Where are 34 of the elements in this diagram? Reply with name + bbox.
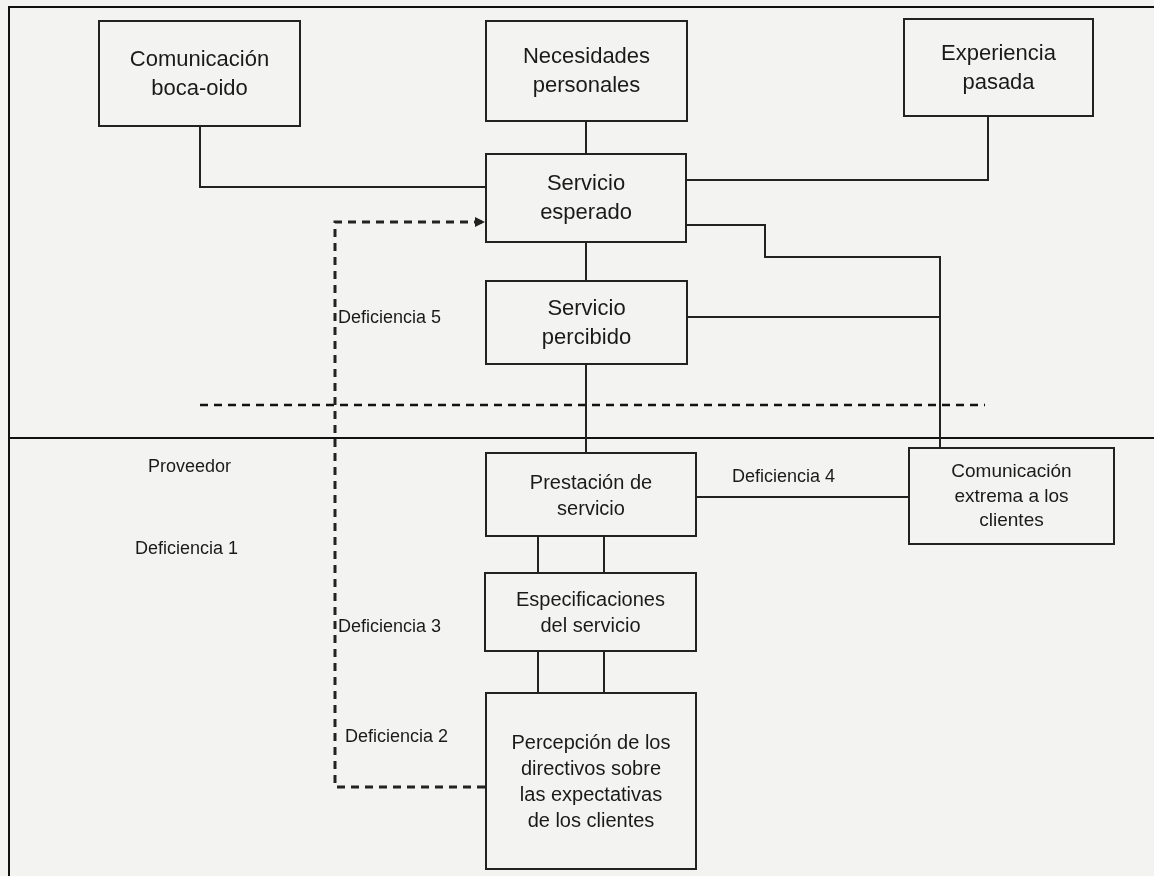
process-box (485, 20, 688, 122)
dashed-arrow (333, 217, 485, 789)
connector-line (537, 536, 539, 573)
connector-line (199, 126, 486, 188)
process-box (485, 452, 697, 537)
box-text: Experiencia pasada (940, 38, 1057, 96)
process-box (484, 572, 697, 652)
box-text: Necesidades personales (521, 42, 652, 99)
box-text: Prestación de servicio (528, 469, 654, 521)
box-text: Comunicación boca-oido (128, 44, 271, 102)
connector-line (585, 242, 587, 281)
box-text: Especificaciones del servicio (515, 587, 666, 638)
box-text: Servicio percibido (540, 293, 633, 351)
box-text: Servicio esperado (539, 169, 633, 226)
gap-label: Deficiencia 2 (345, 726, 449, 747)
connector-line (686, 116, 989, 181)
connector-line (696, 496, 909, 498)
gap-label: Deficiencia 1 (135, 538, 239, 559)
box-text: Percepción de los directivos sobre las expectativas de los clientes (511, 730, 671, 833)
process-box (903, 18, 1094, 117)
gap-label: Deficiencia 5 (338, 307, 442, 328)
process-box (908, 447, 1115, 545)
process-box (485, 280, 688, 365)
connector-line (603, 536, 605, 573)
process-box (98, 20, 301, 127)
connector-line (585, 121, 587, 154)
connector-line (603, 651, 605, 693)
process-box (485, 692, 697, 870)
gap-label: Deficiencia 3 (338, 616, 442, 637)
connector-line (537, 651, 539, 693)
connector-line (585, 364, 587, 453)
gap-label: Proveedor (148, 456, 232, 477)
process-box (485, 153, 687, 243)
box-text: Comunicación extrema a los clientes (950, 458, 1073, 533)
